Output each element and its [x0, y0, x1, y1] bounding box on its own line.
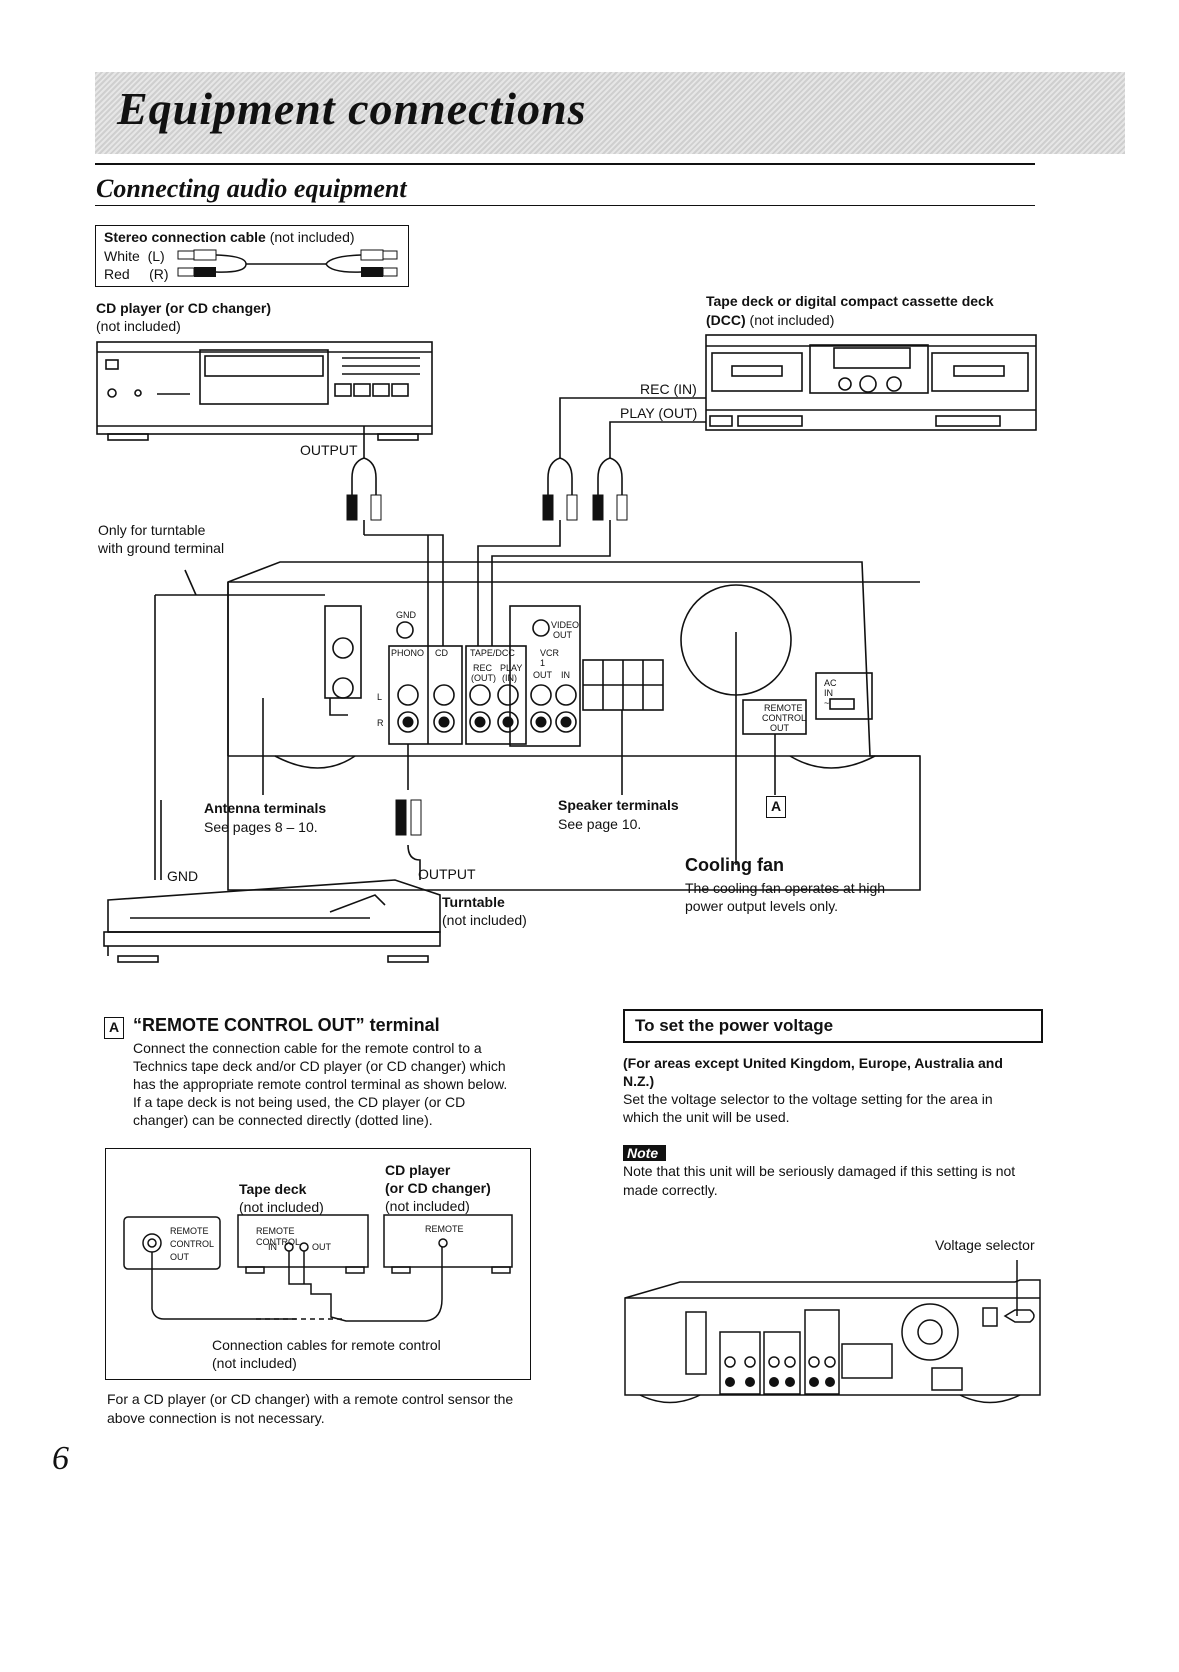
turntable-note: (not included)	[442, 912, 527, 928]
cooling-fan-title: Cooling fan	[685, 855, 784, 875]
voltage-note-line2: made correctly.	[623, 1182, 718, 1198]
voltage-title: To set the power voltage	[635, 1016, 834, 1035]
note-tag: Note	[623, 1145, 667, 1161]
rec-out-label2: (OUT)	[471, 673, 496, 683]
tape-dcc-label: TAPE/DCC	[470, 648, 515, 658]
cd-player-drawing	[96, 341, 433, 441]
rec-out-label: REC	[473, 663, 493, 673]
remote-cables-label1: Connection cables for remote control	[212, 1337, 441, 1353]
remote-section-line5: changer) can be connected directly (dott…	[133, 1112, 433, 1128]
remote-cd-note: (not included)	[385, 1198, 470, 1214]
remote-out-box-label1: REMOTE	[170, 1226, 209, 1236]
speaker-note: See page 10.	[558, 816, 642, 832]
voltage-areas-line1: (For areas except United Kingdom, Europe…	[623, 1055, 1003, 1071]
page-number: 6	[52, 1440, 69, 1477]
cable-red-label: Red (R)	[104, 266, 169, 282]
antenna-title: Antenna terminals	[204, 800, 327, 816]
amplifier-drawing	[227, 561, 921, 891]
speaker-title: Speaker terminals	[558, 797, 679, 813]
video-out-label: VIDEO	[551, 620, 580, 630]
remote-cables-label2: (not included)	[212, 1355, 297, 1371]
vcr-in-label: IN	[561, 670, 570, 680]
ground-note-line2: with ground terminal	[98, 540, 225, 556]
tape-deck-label2: (DCC) (not included)	[706, 312, 835, 328]
cable-legend-title: Stereo connection cable	[104, 229, 266, 245]
marker-a-section: A	[104, 1017, 124, 1039]
play-in-label2: (IN)	[502, 673, 517, 683]
remote-out-box-label3: OUT	[170, 1252, 189, 1262]
title-banner: Equipment connections	[95, 72, 1125, 154]
vcr-out-label: OUT	[533, 670, 552, 680]
tape-remote-terminal-label: REMOTE CONTROL	[256, 1226, 301, 1247]
play-in-label: PLAY	[500, 663, 523, 673]
cable-legend-note: (not included)	[269, 229, 355, 245]
cable-legend: Stereo connection cable (not included) W…	[95, 225, 409, 287]
cd-remote-terminal-label: REMOTE	[425, 1224, 464, 1234]
remote-cd-label1: CD player	[385, 1162, 451, 1178]
gnd-terminal-label: GND	[396, 610, 416, 620]
remote-cd-label2: (or CD changer)	[385, 1180, 491, 1196]
voltage-areas-line2: N.Z.)	[623, 1073, 655, 1089]
cooling-fan-line2: power output levels only.	[685, 898, 839, 914]
remote-section-line3: has the appropriate remote control termi…	[133, 1076, 508, 1092]
remote-cable-drawing	[123, 1214, 513, 1322]
tape-deck-drawing	[705, 334, 1037, 431]
remote-tape-note: (not included)	[239, 1199, 324, 1215]
cd-player-label: CD player (or CD changer)	[96, 300, 272, 316]
turntable-gnd-label: GND	[167, 868, 199, 884]
remote-out-box-label2: CONTROL	[170, 1239, 215, 1249]
marker-a-diagram: A	[766, 796, 786, 818]
cooling-fan-line1: The cooling fan operates at high	[685, 880, 886, 896]
voltage-selector-label: Voltage selector	[935, 1237, 1035, 1253]
ground-note-line1: Only for turntable	[98, 522, 206, 538]
right-channel-label: R	[377, 718, 384, 728]
left-channel-label: L	[377, 692, 383, 702]
remote-out-label3: OUT	[770, 723, 789, 733]
rec-in-label: REC (IN)	[640, 381, 697, 397]
divider	[95, 163, 1035, 165]
remote-tape-label: Tape deck	[239, 1181, 307, 1197]
remote-footnote-line1: For a CD player (or CD changer) with a r…	[107, 1391, 514, 1407]
turntable-label: Turntable	[442, 894, 505, 910]
remote-diagram: Tape deck (not included) CD player (or C…	[105, 1148, 531, 1380]
voltage-line1: Set the voltage selector to the voltage …	[623, 1091, 993, 1107]
vcr1-label: VCR 1	[540, 648, 560, 668]
cable-white-label: White (L)	[104, 248, 165, 264]
phono-label: PHONO	[391, 648, 425, 658]
remote-footnote-line2: above connection is not necessary.	[107, 1410, 325, 1426]
voltage-note-line1: Note that this unit will be seriously da…	[623, 1163, 1016, 1179]
voltage-line2: which the unit will be used.	[623, 1109, 790, 1125]
remote-section-line4: If a tape deck is not being used, the CD…	[133, 1094, 466, 1110]
stereo-cable-icon	[177, 249, 398, 277]
video-out-label2: OUT	[553, 630, 572, 640]
tape-deck-label: Tape deck or digital compact cassette de…	[706, 293, 994, 309]
ac-in-label: AC IN ~	[824, 678, 837, 708]
connection-diagram	[96, 334, 1037, 963]
turntable-output-label: OUTPUT	[418, 866, 476, 882]
remote-out-label1: REMOTE	[764, 703, 803, 713]
remote-out-label2: CONTROL	[762, 713, 807, 723]
play-out-label: PLAY (OUT)	[620, 405, 698, 421]
remote-section-title: “REMOTE CONTROL OUT” terminal	[133, 1015, 440, 1035]
tape-remote-out-label: OUT	[312, 1242, 331, 1252]
remote-section-line1: Connect the connection cable for the rem…	[133, 1040, 482, 1056]
cd-output-label: OUTPUT	[300, 442, 358, 458]
section-title: Connecting audio equipment	[96, 174, 407, 203]
tape-remote-in-label: IN	[268, 1242, 277, 1252]
antenna-note: See pages 8 – 10.	[204, 819, 318, 835]
cd-player-note: (not included)	[96, 318, 181, 334]
section-underline	[95, 205, 1035, 206]
rear-panel-drawing	[624, 1260, 1041, 1404]
cd-input-label: CD	[435, 648, 448, 658]
voltage-title-box: To set the power voltage	[623, 1009, 1043, 1043]
turntable-drawing	[103, 879, 441, 963]
page-title: Equipment connections	[117, 83, 587, 134]
remote-section-line2: Technics tape deck and/or CD player (or …	[133, 1058, 506, 1074]
